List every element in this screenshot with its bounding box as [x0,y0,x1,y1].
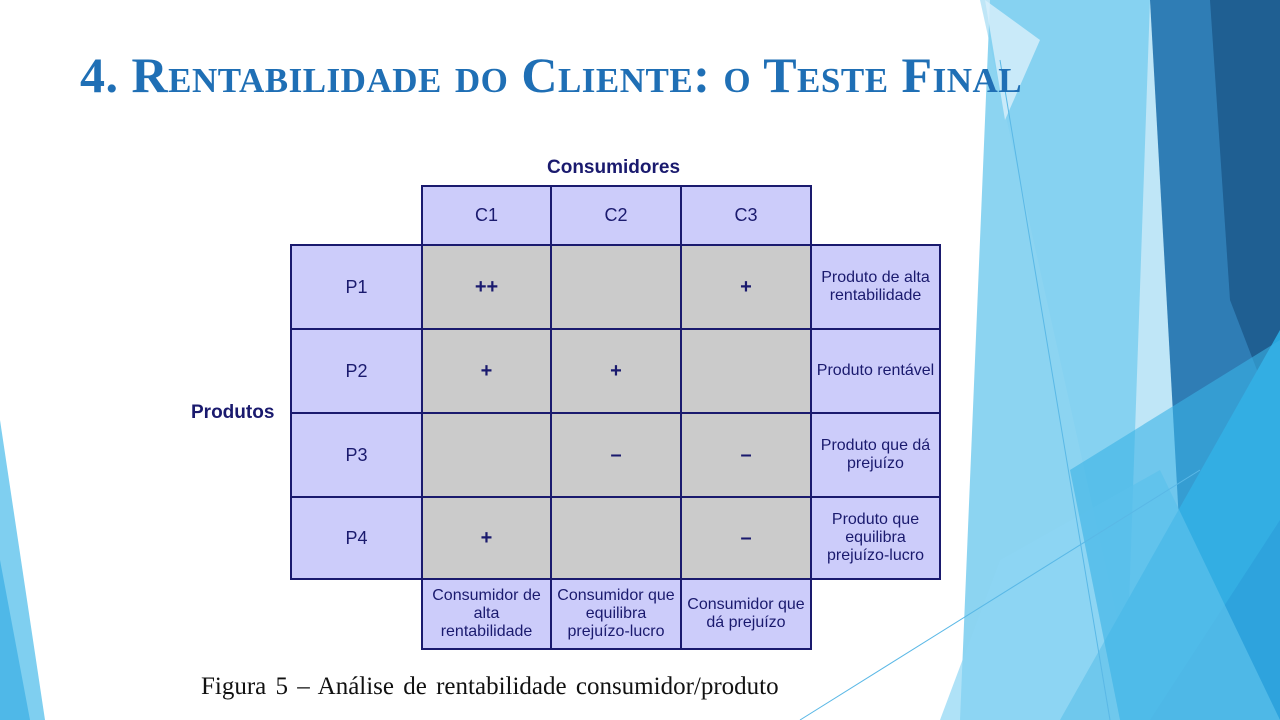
row-summary-p1: Produto de alta rentabilidade [810,244,941,330]
row-header-p1: P1 [290,244,423,330]
column-summary-c2: Consumidor que equilibra prejuízo-lucro [550,578,682,650]
row-header-p2: P2 [290,328,423,414]
matrix-cell: – [550,412,682,498]
rows-header: Produtos [191,402,275,423]
column-summary-c3: Consumidor que dá prejuízo [680,578,812,650]
row-summary-p3: Produto que dá prejuízo [810,412,941,498]
slide-title: 4. Rentabilidade do Cliente: o Teste Fin… [80,47,1023,103]
matrix-cell: + [680,244,812,330]
column-header-c3: C3 [680,185,812,246]
columns-header: Consumidores [547,157,681,178]
column-header-c1: C1 [421,185,552,246]
matrix-cell [550,496,682,580]
matrix-cell: – [680,496,812,580]
matrix-cell: ++ [421,244,552,330]
row-header-p3: P3 [290,412,423,498]
row-summary-p2: Produto rentável [810,328,941,414]
column-header-c2: C2 [550,185,682,246]
row-header-p4: P4 [290,496,423,580]
matrix-cell [550,244,682,330]
matrix-cell: + [421,328,552,414]
matrix-cell: – [680,412,812,498]
column-summary-c1: Consumidor de alta rentabilidade [421,578,552,650]
matrix-cell [680,328,812,414]
matrix-cell: + [550,328,682,414]
matrix-cell [421,412,552,498]
matrix-cell: + [421,496,552,580]
row-summary-p4: Produto que equilibra prejuízo-lucro [810,496,941,580]
figure-caption: Figura 5 – Análise de rentabilidade cons… [201,673,779,700]
